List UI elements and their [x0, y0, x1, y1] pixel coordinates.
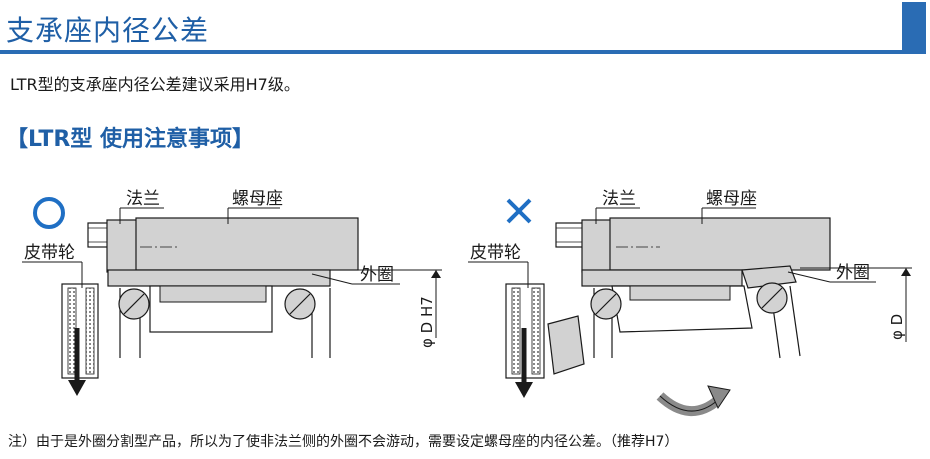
label-flange: 法兰 [126, 189, 160, 209]
dimension-label-phi-d: φ D [888, 314, 906, 340]
load-arrow-icon [68, 380, 86, 396]
flange [106, 219, 138, 273]
housing [135, 217, 359, 271]
dimension-label-phi-d-h7: φ D H7 [418, 296, 436, 348]
label-flange-bad: 法兰 [602, 189, 636, 209]
section-heading: 【LTR型 使用注意事项】 [6, 127, 254, 152]
footnote: 注）由于是外圈分割型产品，所以为了使非法兰侧的外圈不会游动，需要设定螺母座的内径… [8, 434, 679, 450]
label-housing: 螺母座 [232, 189, 283, 209]
bearing-diagrams: 法兰 螺母座 皮带轮 外圈 φ D H7 [22, 189, 912, 417]
label-housing-bad: 螺母座 [706, 189, 757, 209]
outer-ring-tilted [741, 265, 797, 289]
intro-text: LTR型的支承座内径公差建议采用H7级。 [10, 75, 300, 94]
title-underline [0, 50, 926, 54]
diagram-incorrect: 法兰 螺母座 皮带轮 外圈 φ D [468, 189, 912, 417]
label-pulley: 皮带轮 [24, 243, 75, 263]
outer-ring [107, 269, 331, 287]
correct-mark-icon [33, 197, 65, 229]
label-pulley-bad: 皮带轮 [470, 243, 521, 263]
label-outer-ring: 外圈 [360, 265, 394, 285]
page-title: 支承座内径公差 [6, 14, 210, 47]
title-rule-end-block [902, 2, 926, 54]
label-outer-ring-bad: 外圈 [836, 263, 870, 283]
diagram-correct: 法兰 螺母座 皮带轮 外圈 φ D H7 [22, 189, 442, 396]
